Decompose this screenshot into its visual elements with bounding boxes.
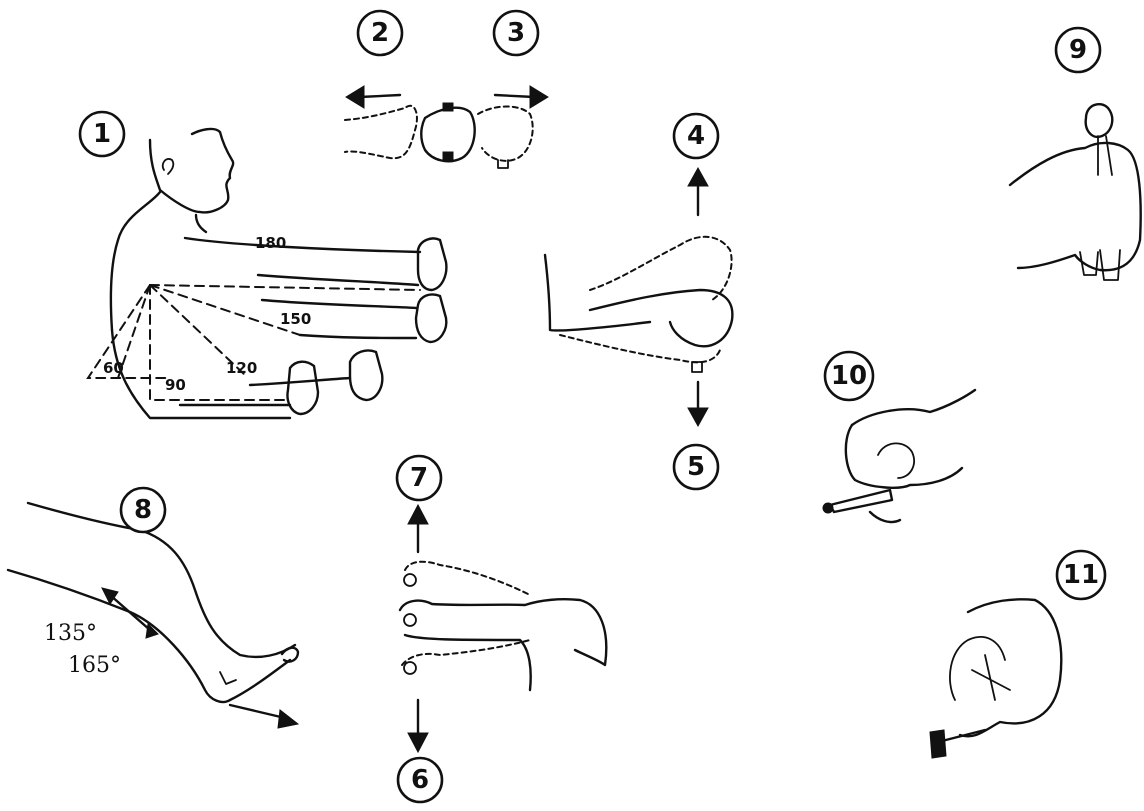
knuckle-10 [878, 443, 914, 478]
marker-9: 9 [1056, 28, 1100, 72]
svg-text:5: 5 [687, 452, 705, 482]
nail-neutral [404, 614, 416, 626]
hand-flexed-dashed [560, 335, 720, 362]
hand-flexed-tab [692, 362, 702, 372]
hand-10-top [852, 390, 975, 425]
fist-center-top-mark [443, 103, 453, 111]
fist-150 [416, 294, 446, 342]
nail-11-head [930, 730, 946, 758]
nail-down [404, 662, 416, 674]
angle-line-60 [88, 285, 170, 378]
marker-6: 6 [398, 758, 442, 802]
fist-180 [418, 238, 446, 290]
figure-9-grip [1010, 104, 1141, 280]
arm-120-bottom [250, 378, 350, 385]
pen-10 [830, 490, 892, 512]
angle-label-180: 180 [255, 234, 286, 252]
marker-11: 11 [1057, 551, 1105, 599]
angle-label-135: 135° [44, 621, 97, 646]
hand-neutral-7-lower [405, 635, 531, 690]
svg-text:11: 11 [1063, 560, 1099, 590]
angle-label-60: 60 [103, 359, 124, 377]
svg-text:2: 2 [371, 18, 389, 48]
svg-text:4: 4 [687, 121, 705, 151]
figure-11-grip-nail [930, 599, 1061, 758]
arrow-left-shaft [360, 95, 400, 97]
fist-right-dashed [478, 107, 533, 161]
figure-2-3-wrist-deviation [345, 86, 548, 168]
svg-text:10: 10 [831, 361, 867, 391]
hand-neutral-7 [400, 599, 606, 665]
figure-10-pinch [823, 390, 975, 522]
svg-text:1: 1 [93, 119, 111, 149]
knee-arrow-shaft [110, 595, 150, 630]
nail-up [404, 574, 416, 586]
leg-lower-outline [8, 570, 230, 702]
arrow-down-6 [408, 733, 428, 752]
ear [163, 159, 174, 174]
marker-10: 10 [825, 352, 873, 400]
fist-120 [350, 350, 382, 400]
marker-5: 5 [674, 445, 718, 489]
fist-left-dashed [345, 106, 417, 158]
forearm-4-5 [545, 255, 650, 331]
angle-label-120: 120 [226, 359, 257, 377]
marker-4: 4 [674, 114, 718, 158]
angle-label-90: 90 [165, 376, 186, 394]
fist-90 [288, 362, 319, 414]
back-line [111, 192, 160, 330]
figure-6-7-hand [400, 505, 606, 752]
arrow-foot-shaft [230, 705, 285, 718]
svg-text:3: 3 [507, 18, 525, 48]
arrow-down [688, 408, 708, 426]
hand-10-bottom [846, 425, 962, 488]
figure-4-5-wrist-flexion [545, 168, 732, 426]
thumb-10 [870, 512, 900, 522]
grip-device-bottom-right [1100, 250, 1120, 280]
angle-label-150: 150 [280, 310, 311, 328]
arm-180-bottom [258, 275, 418, 285]
head-outline [150, 129, 233, 212]
svg-text:9: 9 [1069, 35, 1087, 65]
hand-neutral [590, 290, 732, 346]
figure-8-ankle: 135° 165° [8, 503, 298, 728]
figure-1-arm-angles: 180 150 120 90 60 [88, 129, 446, 418]
marker-3: 3 [494, 11, 538, 55]
hand-down-dashed [402, 640, 530, 665]
fist-9 [1010, 143, 1141, 270]
svg-text:8: 8 [134, 495, 152, 525]
foot-sole [230, 660, 290, 700]
arrow-right-shaft [495, 95, 534, 97]
arrow-foot [278, 710, 298, 728]
neck [196, 215, 206, 232]
hand-11-lines [972, 655, 1010, 700]
svg-text:6: 6 [411, 765, 429, 795]
grip-device-top [1086, 104, 1113, 137]
hand-up-dashed [405, 562, 530, 595]
arm-180-top [185, 238, 420, 252]
knuckle-11 [950, 637, 1005, 700]
grip-device-bottom-left [1080, 252, 1098, 275]
hand-11 [960, 599, 1061, 736]
marker-8: 8 [121, 488, 165, 532]
marker-1: 1 [80, 112, 124, 156]
ankle-mark [220, 672, 236, 684]
fist-center-bottom-mark [443, 152, 453, 160]
arm-150-top [262, 300, 416, 308]
angle-line-180 [150, 285, 420, 290]
marker-2: 2 [358, 11, 402, 55]
svg-text:7: 7 [410, 463, 428, 493]
marker-7: 7 [397, 456, 441, 500]
angle-label-165: 165° [68, 653, 121, 678]
angle-line-150 [150, 285, 300, 335]
pen-10-tip [823, 503, 833, 513]
arm-150-bottom [300, 335, 416, 338]
